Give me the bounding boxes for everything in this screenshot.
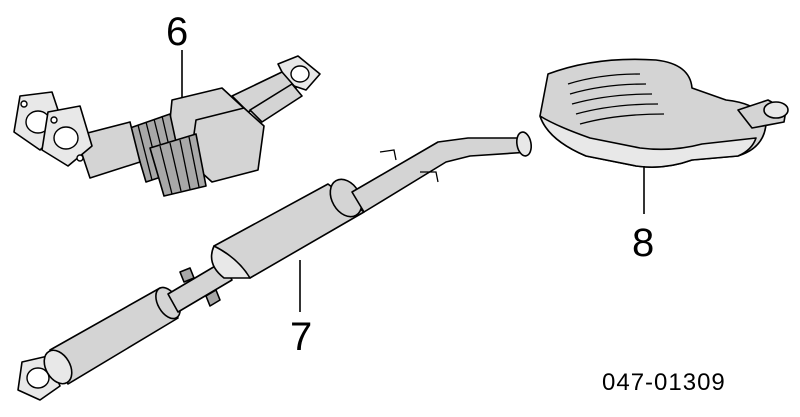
hanger-rod-upper [379,149,397,161]
hanger-bracket-rear [205,289,221,307]
tailpipe [737,99,789,129]
intermediate-pipe-assembly [17,131,533,401]
callout-part-7: 7 [290,315,312,359]
rear-muffler [539,58,789,168]
hanger-bracket-front [179,267,195,283]
catalytic-converter-assembly [13,55,321,197]
callout-part-8: 8 [632,221,654,265]
hanger-rod-lower [420,171,439,183]
callout-part-6: 6 [166,10,188,54]
drawing-number: 047-01309 [602,369,726,396]
intermediate-pipe-outlet [515,131,533,157]
front-resonator [43,286,181,385]
manifold-flange-right [41,105,93,167]
center-muffler [210,178,365,279]
